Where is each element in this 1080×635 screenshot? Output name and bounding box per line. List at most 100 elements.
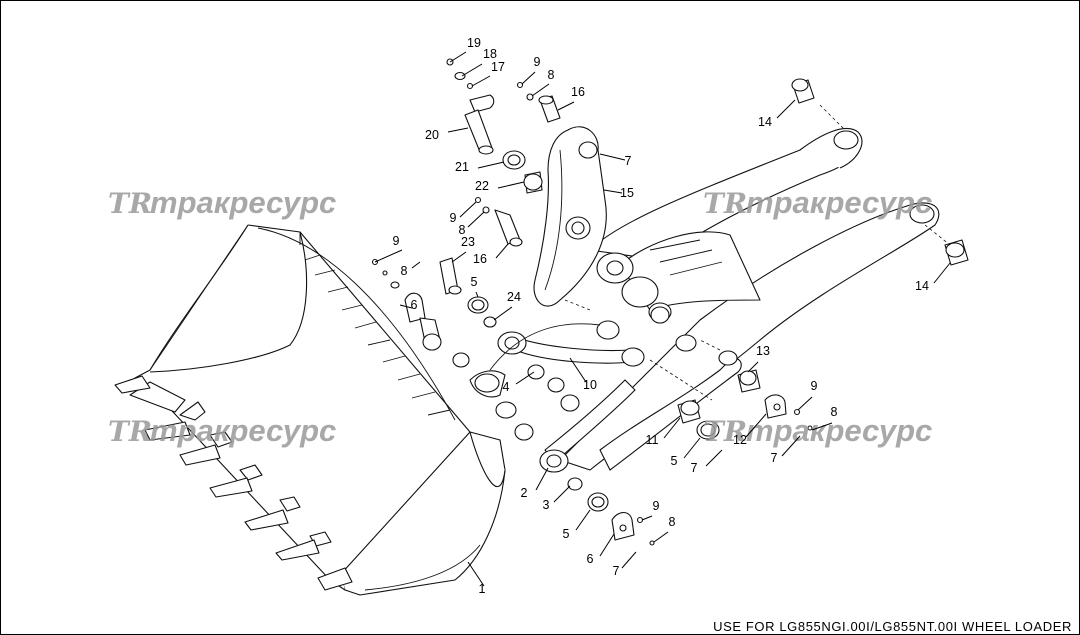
callout-leader-7 <box>621 551 637 569</box>
callout-label-15: 15 <box>620 186 634 200</box>
callout-leader-18 <box>461 63 483 77</box>
callout-leader-17 <box>471 75 491 87</box>
bucket <box>114 224 506 596</box>
hardware-upper <box>371 58 697 441</box>
callout-label-9: 9 <box>534 55 541 69</box>
callout-label-21: 21 <box>455 160 469 174</box>
callout-label-9: 9 <box>653 499 660 513</box>
callout-label-10: 10 <box>583 378 597 392</box>
callout-label-24: 24 <box>507 290 521 304</box>
callout-leader-7 <box>781 435 801 457</box>
watermark-logo: TR <box>703 415 747 448</box>
footer-model-note: USE FOR LG855NGI.00I/LG855NT.00I WHEEL L… <box>713 619 1072 634</box>
callout-leader-11 <box>663 417 681 439</box>
watermark-text: тракресурс <box>150 185 336 220</box>
callout-leader-15 <box>603 189 623 194</box>
callout-label-7: 7 <box>625 154 632 168</box>
callout-leader-6 <box>399 304 413 309</box>
watermark-text: тракресурс <box>746 413 932 448</box>
callout-label-5: 5 <box>563 527 570 541</box>
callout-label-20: 20 <box>425 128 439 142</box>
callout-label-8: 8 <box>459 223 466 237</box>
callout-leader-6 <box>599 533 615 557</box>
callout-leader-8 <box>411 261 421 269</box>
callout-label-17: 17 <box>491 60 505 74</box>
callout-leader-1 <box>467 561 485 587</box>
watermark-logo: TR <box>108 415 152 448</box>
callout-label-5: 5 <box>471 275 478 289</box>
callout-leader-8 <box>531 83 550 97</box>
callout-label-22: 22 <box>475 179 489 193</box>
callout-label-6: 6 <box>411 298 418 312</box>
callout-label-7: 7 <box>771 451 778 465</box>
hardware-lower <box>567 78 969 546</box>
callout-label-7: 7 <box>613 564 620 578</box>
callout-leader-5 <box>475 291 479 298</box>
watermark-top-right: TR тракресурс <box>703 185 932 220</box>
callout-label-9: 9 <box>450 211 457 225</box>
watermark-text: тракресурс <box>746 185 932 220</box>
callout-label-6: 6 <box>587 552 594 566</box>
callout-leader-4 <box>515 371 535 385</box>
link-rod <box>469 323 645 398</box>
callout-label-23: 23 <box>461 235 475 249</box>
callout-label-8: 8 <box>831 405 838 419</box>
callout-leader-9 <box>374 249 403 263</box>
callout-leader-16 <box>557 101 575 111</box>
callout-label-8: 8 <box>548 68 555 82</box>
callout-label-9: 9 <box>811 379 818 393</box>
callout-leader-2 <box>535 467 549 491</box>
callout-label-3: 3 <box>543 498 550 512</box>
callout-leader-14 <box>933 262 951 284</box>
watermark-logo: TR <box>108 187 152 220</box>
callout-leader-10 <box>569 357 587 383</box>
callout-label-1: 1 <box>479 582 486 596</box>
callout-leader-9 <box>797 396 813 411</box>
callout-label-7: 7 <box>691 461 698 475</box>
callout-label-16: 16 <box>473 252 487 266</box>
callout-leader-20 <box>447 127 469 133</box>
watermark-bottom-left: TR тракресурс <box>108 413 336 448</box>
callout-label-8: 8 <box>669 515 676 529</box>
callout-leader-3 <box>553 485 571 503</box>
callout-leader-9 <box>521 71 536 85</box>
callout-label-8: 8 <box>401 264 408 278</box>
watermark-text: тракресурс <box>150 413 336 448</box>
callout-leader-9 <box>641 515 653 521</box>
callout-leader-14 <box>776 99 796 119</box>
callout-label-14: 14 <box>915 279 929 293</box>
boom-assembly <box>539 127 940 471</box>
callout-label-4: 4 <box>503 380 510 394</box>
callout-leader-21 <box>477 161 505 169</box>
callout-label-11: 11 <box>646 433 659 447</box>
callout-leader-16 <box>495 243 509 259</box>
callout-leader-8 <box>653 531 669 543</box>
callout-label-9: 9 <box>393 234 400 248</box>
callout-leader-22 <box>497 181 525 189</box>
callout-leader-5 <box>575 509 591 531</box>
callout-leader-19 <box>449 51 467 63</box>
callout-leader-8 <box>467 211 485 228</box>
callout-leader-9 <box>459 201 477 218</box>
watermark-bottom-right: TR тракресурс <box>703 413 932 448</box>
callout-label-13: 13 <box>756 344 770 358</box>
callout-label-19: 19 <box>467 36 481 50</box>
callout-leader-13 <box>747 361 759 373</box>
callout-label-2: 2 <box>521 486 528 500</box>
watermark-top-left: TR тракресурс <box>108 185 336 220</box>
callout-leader-23 <box>451 251 467 263</box>
callout-label-18: 18 <box>483 47 497 61</box>
callout-label-5: 5 <box>671 454 678 468</box>
callout-leader-12 <box>745 413 767 438</box>
lower-link <box>539 379 636 473</box>
callout-label-14: 14 <box>758 115 772 129</box>
callout-leader-7 <box>599 153 626 161</box>
callout-leader-8 <box>811 422 833 431</box>
callout-label-16: 16 <box>571 85 585 99</box>
bell-crank <box>533 126 607 307</box>
callout-leader-7 <box>705 449 723 467</box>
